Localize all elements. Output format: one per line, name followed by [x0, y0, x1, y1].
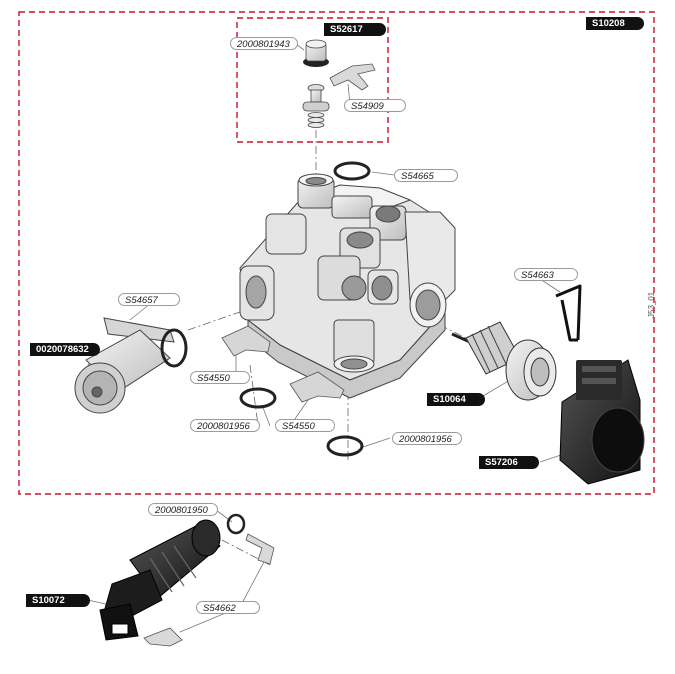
left-connector [74, 317, 188, 414]
clip-part-s54909 [329, 63, 376, 91]
label-s52617: S52617 [324, 23, 386, 36]
label-s10208: S10208 [586, 17, 644, 30]
label-2000801956-a: 2000801956 [190, 419, 260, 432]
clip-s54550-b [289, 371, 345, 403]
label-2000801943: 2000801943 [230, 37, 298, 50]
label-s10064: S10064 [427, 393, 485, 406]
cap-part [303, 39, 329, 67]
top-assembly-frame [236, 17, 389, 143]
label-s54657: S54657 [118, 293, 180, 306]
label-s54909: S54909 [344, 99, 406, 112]
label-s54665: S54665 [394, 169, 458, 182]
label-s57206: S57206 [479, 456, 539, 469]
label-0020078632: 0020078632 [30, 343, 100, 356]
label-s10072: S10072 [26, 594, 90, 607]
label-s54550-a: S54550 [190, 371, 250, 384]
label-s54662: S54662 [196, 601, 260, 614]
oring-s54665 [333, 161, 371, 181]
oring-2000801956-a [239, 387, 277, 409]
main-assembly-frame [18, 11, 655, 495]
label-2000801956-b: 2000801956 [392, 432, 462, 445]
bottom-valve-s10072 [99, 513, 246, 641]
screw-part [302, 84, 330, 128]
actuator-s57206 [559, 359, 645, 485]
clip-s54550-a [221, 325, 271, 357]
figure-code: J53_01 [647, 291, 656, 318]
label-s54663: S54663 [514, 268, 578, 281]
clip-s54662-a [245, 533, 275, 565]
oring-2000801956-b [326, 435, 364, 457]
clip-s54662-b [143, 627, 183, 647]
clip-s54663 [555, 284, 582, 342]
cartridge-s10064 [451, 321, 557, 401]
label-s54550-b: S54550 [275, 419, 335, 432]
valve-body [239, 173, 456, 399]
label-2000801950: 2000801950 [148, 503, 218, 516]
